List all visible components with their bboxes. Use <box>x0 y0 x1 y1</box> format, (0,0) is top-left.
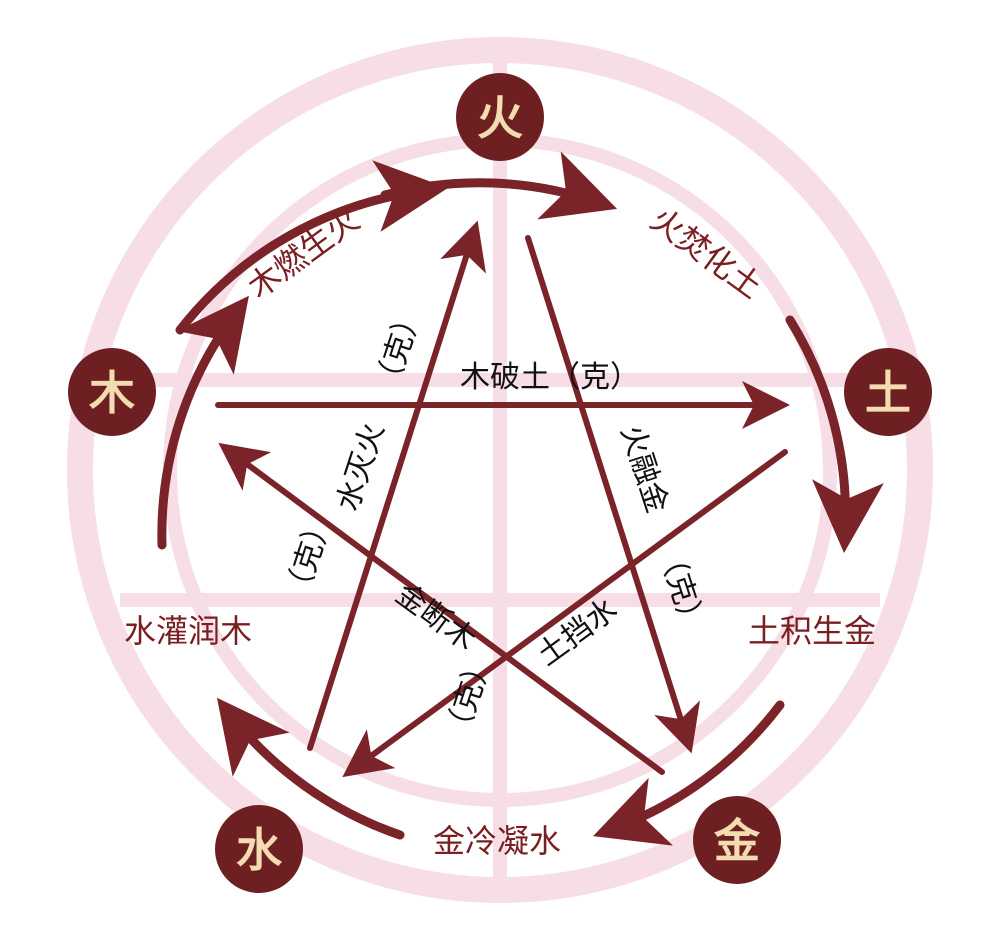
node-earth: 土 <box>844 348 932 436</box>
generating-cycle <box>157 151 884 846</box>
line-water-fire <box>307 220 486 751</box>
arc-fire-earth-right <box>785 315 884 553</box>
node-wood: 木 <box>68 348 156 436</box>
label-water-wood: 水灌润木 <box>124 612 252 650</box>
node-metal: 金 <box>693 796 781 884</box>
node-fire-label: 火 <box>477 91 523 145</box>
node-water: 水 <box>215 805 303 893</box>
controlling-star <box>215 220 790 778</box>
label-earth-metal: 土积生金 <box>748 612 876 650</box>
arc-fire-earth <box>590 205 592 207</box>
node-earth-label: 土 <box>865 366 911 420</box>
label-fire-metal: 火融金 <box>613 421 674 517</box>
line-fire-metal <box>525 235 700 754</box>
arc-fire-earth-top <box>380 151 618 220</box>
node-water-label: 水 <box>236 823 283 877</box>
arc-earth-metal <box>593 700 785 846</box>
line-metal-wood <box>218 442 665 775</box>
label-metal-wood-ke: （克） <box>278 509 339 605</box>
node-metal-label: 金 <box>713 814 761 868</box>
label-metal-wood: 金断木 <box>389 577 482 658</box>
node-fire: 火 <box>456 73 544 161</box>
arc-water-wood <box>157 295 249 550</box>
label-water-fire: 水灭火 <box>330 419 391 515</box>
label-fire-metal-ke: （克） <box>650 541 711 637</box>
label-wood-earth: 木破土（克） <box>460 360 640 395</box>
watermark <box>67 37 933 903</box>
arc-metal-water <box>216 697 405 840</box>
node-wood-label: 木 <box>89 366 135 420</box>
line-earth-water <box>342 449 788 778</box>
label-metal-water: 金冷凝水 <box>433 822 561 860</box>
